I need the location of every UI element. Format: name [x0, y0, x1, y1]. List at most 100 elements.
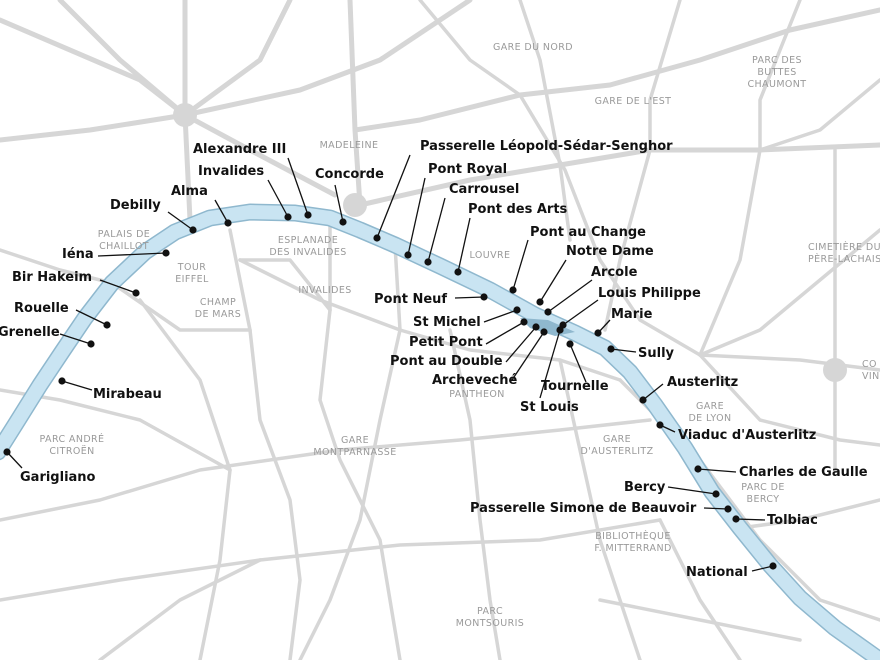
bridge-leader-line: [267, 179, 289, 218]
bridge-dot: [513, 306, 521, 314]
bridge-label-rouelle: Rouelle: [14, 301, 69, 316]
bridge-label-pont-royal: Pont Royal: [428, 162, 507, 177]
bridge-leader-line: [485, 321, 525, 345]
bridge-dot: [339, 218, 347, 226]
bridge-dot: [189, 226, 197, 234]
bridge-label-notre-dame: Notre Dame: [566, 244, 654, 259]
street-segment: [698, 228, 880, 357]
bridge-leader-line: [454, 296, 485, 299]
bridge-dot: [732, 515, 740, 523]
street-segment: [318, 218, 402, 660]
plaza-circle: [343, 193, 367, 217]
bridge-leader-line: [562, 299, 599, 326]
bridge-label-sully: Sully: [638, 346, 675, 361]
bridge-label-tolbiac: Tolbiac: [767, 513, 818, 528]
bridge-dot: [480, 293, 488, 301]
bridge-dot: [544, 308, 552, 316]
street-segment: [698, 353, 880, 447]
bridge-dot: [594, 329, 602, 337]
bridge-label-pont-au-change: Pont au Change: [530, 225, 646, 240]
bridge-leader-line: [511, 331, 545, 381]
bridge-dot: [694, 465, 702, 473]
bridge-label-louis-philippe: Louis Philippe: [598, 286, 701, 301]
bridge-label-pont-au-double: Pont au Double: [390, 354, 503, 369]
bridge-leader-line: [539, 329, 561, 399]
bridge-dot: [509, 286, 517, 294]
bridge-label-archeveche: Archeveché: [432, 373, 518, 388]
street-segment: [228, 228, 302, 660]
street-segment: [758, 78, 880, 152]
bridge-label-garigliano: Garigliano: [20, 470, 96, 485]
bridge-dot: [162, 249, 170, 257]
bridge-dot: [532, 323, 540, 331]
bridge-label-alexandre-iii: Alexandre III: [193, 142, 286, 157]
street-segment: [418, 0, 880, 372]
district-gare-du-nord: GARE DU NORD: [493, 42, 573, 53]
bridge-dot: [132, 289, 140, 297]
street-segment: [357, 142, 880, 208]
street-segment: [298, 328, 402, 660]
street-segment: [352, 7, 880, 133]
bridge-label-leopold-sedar-senghor: Passerelle Léopold-Sédar-Senghor: [420, 139, 673, 154]
plaza-circle: [173, 103, 197, 127]
bridge-leader-line: [61, 380, 93, 391]
street-segment: [98, 558, 262, 660]
bridge-label-st-louis: St Louis: [520, 400, 579, 415]
district-pantheon: PANTHEON: [449, 389, 504, 400]
bridge-dot: [404, 251, 412, 259]
street-segment: [0, 17, 338, 198]
bridge-dot: [87, 340, 95, 348]
bridge-label-charles-de-gaulle: Charles de Gaulle: [739, 465, 868, 480]
street-segment: [110, 281, 252, 332]
district-gare-de-lest: GARE DE L'EST: [595, 96, 672, 107]
bridge-label-viaduc-dausterlitz: Viaduc d'Austerlitz: [678, 428, 816, 443]
bridge-dot: [540, 328, 548, 336]
bridge-dot: [607, 345, 615, 353]
street-segment: [138, 298, 232, 660]
bridge-leader-line: [539, 259, 567, 303]
bridge-label-national: National: [686, 565, 748, 580]
bridge-leader-line: [642, 383, 664, 401]
bridge-leader-line: [407, 177, 426, 256]
bridge-dot: [724, 505, 732, 513]
bridge-dot: [58, 377, 66, 385]
bridge-leader-line: [427, 197, 446, 263]
bridge-dot: [520, 318, 528, 326]
bridge-dot: [424, 258, 432, 266]
bridge-leader-line: [75, 309, 108, 326]
street-segment: [448, 328, 502, 660]
street-segment: [57, 0, 188, 118]
street-segment: [738, 498, 880, 530]
bridge-leader-line: [703, 507, 729, 510]
bridge-dot: [224, 219, 232, 227]
bridge-dot: [536, 298, 544, 306]
bridge-dot: [103, 321, 111, 329]
bridge-dot: [639, 396, 647, 404]
street-segment: [0, 518, 662, 602]
street-segment: [598, 598, 802, 642]
street-segment: [238, 258, 332, 312]
street-segment: [347, 0, 363, 208]
bridge-label-bir-hakeim: Bir Hakeim: [12, 270, 92, 285]
street-segment: [182, 0, 293, 118]
bridge-label-pont-des-arts: Pont des Arts: [468, 202, 568, 217]
bridge-leader-line: [505, 326, 537, 363]
street-segment: [558, 358, 642, 660]
district-madeleine: MADELEINE: [320, 140, 379, 151]
bridge-label-invalides: Invalides: [198, 164, 264, 179]
bridge-label-austerlitz: Austerlitz: [667, 375, 738, 390]
bridge-label-arcole: Arcole: [591, 265, 638, 280]
bridge-label-tournelle: Tournelle: [541, 379, 609, 394]
bridge-label-carrousel: Carrousel: [449, 182, 519, 197]
bridge-dot: [566, 340, 574, 348]
bridge-leader-line: [97, 252, 167, 257]
bridge-leader-line: [99, 279, 137, 294]
